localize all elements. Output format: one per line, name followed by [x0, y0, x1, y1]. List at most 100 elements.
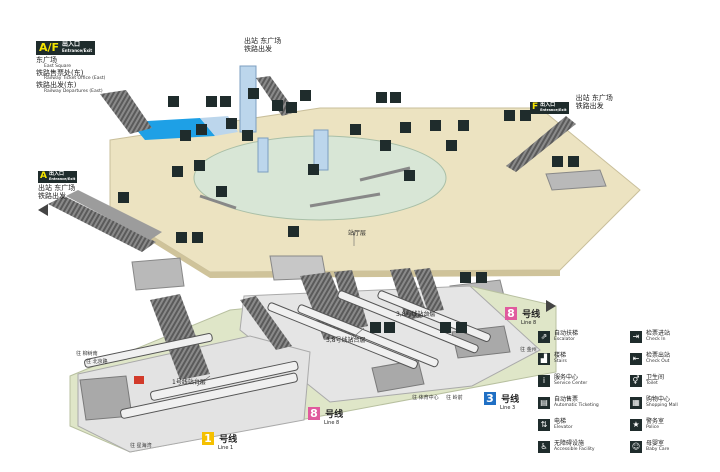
- escalator-platform-d: [414, 268, 444, 312]
- direction-jinzhou: 往 金州: [520, 347, 537, 353]
- legend-label-en: Check In: [646, 336, 666, 342]
- ticket-machine-icon: ▤: [538, 397, 550, 409]
- legend-label-cn: 警务室: [646, 418, 665, 426]
- check-out-icon: ⇤: [630, 353, 642, 365]
- legend-item-2-cn: 铁路售票处(东): [36, 68, 84, 77]
- check-in-icon: ⇥: [630, 331, 642, 343]
- exit-A-line1: 出站 东广场: [38, 183, 76, 192]
- legend-label-en: Automatic Ticketing: [554, 402, 599, 408]
- trains: [84, 290, 491, 419]
- line-8-badge-right: 8 号线 Line 8: [505, 303, 540, 326]
- legend-label-en: Check Out: [646, 358, 670, 364]
- stairs-icon: ▟: [538, 353, 550, 365]
- accessible-icon: ♿: [538, 441, 550, 453]
- entrance-code: A/F: [39, 41, 60, 54]
- legend-item-1: 东广场 East Square: [36, 56, 105, 70]
- direction-left1: 往 柳树南: [76, 351, 98, 357]
- line-8-cn-right: 号线: [522, 310, 541, 320]
- platform-1-label: 1号线站台层: [172, 379, 206, 386]
- exit-F-line1: 出站 东广场: [575, 94, 613, 102]
- exit-A-line2: 铁路出发: [38, 191, 66, 200]
- exit-A-cn: 出入口: [48, 170, 64, 177]
- tower-mid: [257, 137, 269, 173]
- legend-label-en: Accessible Facility: [554, 446, 595, 452]
- exit-F-en: Entrance/Exit: [540, 107, 567, 112]
- legend-label-en: Service Center: [554, 380, 588, 386]
- line-1-cn: 号线: [219, 435, 238, 445]
- gate-line-left: [199, 194, 237, 210]
- escalator-platform-f: [240, 296, 292, 350]
- escalator-left: [48, 196, 156, 252]
- concourse-floor-edge: [110, 210, 560, 278]
- legend-label-en: Stairs: [554, 358, 567, 364]
- line-1-badge: 1 号线 Line 1: [202, 428, 237, 451]
- legend-item-3: 铁路出发(东) Railway Departures (East): [36, 82, 105, 95]
- escalator-top-left: [100, 90, 152, 134]
- legend-label-cn: 无障碍设施: [554, 440, 585, 448]
- exit-F-line2: 铁路出发: [575, 101, 604, 110]
- exit-top-label: 出站 东广场 铁路出发: [244, 37, 282, 53]
- entrance-badge-en: Entrance/Exit: [62, 48, 93, 54]
- train-1a: [150, 360, 299, 401]
- glass-corridor: [130, 118, 215, 140]
- legend-item-2: 铁路售票处(东) Railway Ticket Office (East): [36, 68, 106, 83]
- entrance-badge: A/F 出入口 Entrance/Exit: [36, 41, 96, 56]
- legend-item-1-en: East Square: [44, 63, 71, 69]
- tower-right: [313, 129, 329, 171]
- baby-care-icon: ☺: [630, 441, 642, 453]
- arrow-left-exit: [38, 204, 48, 216]
- legend-item-2-en: Railway Ticket Office (East): [44, 76, 106, 82]
- toilet-icon: ⚥: [630, 375, 642, 387]
- arrow-right-exit: [546, 300, 556, 312]
- escalator-platform-e: [150, 294, 210, 380]
- line-8-cn-bottom: 号线: [325, 410, 344, 420]
- line-8-number-right: 8: [505, 307, 517, 320]
- service-center-icon: i: [538, 375, 550, 387]
- legend-label-cn: 自动扶梯: [554, 330, 579, 338]
- platform-38-label-a: 3,8号线站台层: [326, 337, 366, 344]
- line-8-badge-bottom: 8 号线 Line 8: [308, 403, 343, 426]
- exit-A-label: A 出入口 Entrance/Exit 出站 东广场 铁路出发: [38, 164, 78, 200]
- exit-F-cn: 出入口: [540, 101, 556, 108]
- direction-left2: 往 北京路: [86, 359, 108, 365]
- exit-top-line2: 铁路出发: [244, 44, 272, 53]
- direction-xingfu: 往 星海湾: [130, 443, 152, 449]
- legend-label-cn: 购物中心: [646, 396, 671, 404]
- legend-label-cn: 检票进站: [646, 330, 671, 338]
- legend-label-cn: 检票出站: [646, 352, 671, 360]
- shopping-icon: ▦: [630, 397, 642, 409]
- legend-label-en: Police: [646, 424, 660, 430]
- legend-label-cn: 母婴室: [646, 440, 665, 448]
- legend-label-cn: 服务中心: [554, 374, 579, 382]
- exit-A-code: A: [40, 171, 47, 181]
- police-marker: [134, 376, 144, 384]
- direction-right1: 往 体育中心: [412, 395, 439, 401]
- legend-item-3-cn: 铁路出发(东): [36, 81, 77, 90]
- line-1-en: Line 1: [218, 444, 234, 451]
- line-3-cn: 号线: [501, 395, 520, 405]
- exit-A-badge: A 出入口 Entrance/Exit: [38, 170, 78, 183]
- legend-item-3-en: Railway Departures (East): [44, 89, 103, 95]
- exit-top-line1: 出站 东广场: [244, 37, 282, 45]
- line-1-number: 1: [202, 432, 214, 445]
- elevator-icon: ⇅: [538, 419, 550, 431]
- line-3-badge: 3 号线 Line 3: [484, 388, 519, 411]
- escalator-right: [506, 116, 576, 172]
- train-38c: [337, 290, 479, 354]
- line-8-en-right: Line 8: [521, 319, 537, 326]
- concourse-label: 站厅层: [348, 230, 367, 237]
- entrance-badge-cn: 出入口: [62, 41, 81, 49]
